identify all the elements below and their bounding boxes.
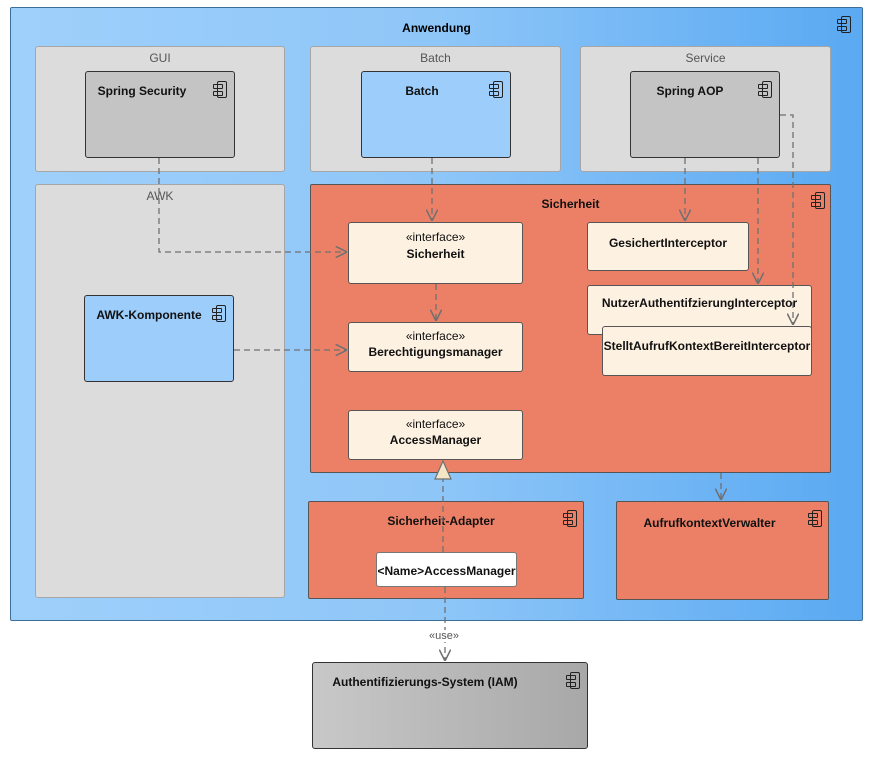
component-sicherheit-label: Sicherheit	[541, 197, 600, 211]
interface-sicherheit-label: Sicherheit	[406, 247, 465, 261]
interface-stereotype: «interface»	[405, 417, 466, 431]
use-label: «use»	[428, 630, 460, 642]
package-awk-label: AWK	[146, 189, 174, 203]
component-icon	[808, 510, 822, 527]
class-nutzer-auth-interceptor-label: NutzerAuthentifzierungInterceptor	[601, 296, 798, 310]
component-awk-komponente-label: AWK-Komponente	[96, 308, 202, 322]
component-icon	[837, 16, 851, 33]
component-awk-komponente[interactable]: AWK-Komponente	[84, 295, 234, 382]
component-spring-aop[interactable]: Spring AOP	[630, 71, 780, 158]
class-stellt-aufruf-interceptor[interactable]: StelltAufrufKontextBereitInterceptor	[602, 326, 812, 376]
interface-sicherheit[interactable]: «interface» Sicherheit	[348, 222, 523, 284]
class-name-access-manager[interactable]: <Name>AccessManager	[376, 552, 517, 587]
component-spring-security-label: Spring Security	[97, 84, 187, 98]
package-awk[interactable]: AWK	[35, 184, 285, 598]
component-sicherheit-adapter-label: Sicherheit-Adapter	[387, 514, 495, 528]
component-icon	[758, 81, 772, 98]
component-icon	[563, 510, 577, 527]
component-iam-label: Authentifizierungs-System (IAM)	[332, 675, 518, 689]
component-aufrufkontext-verwalter-label: AufrufkontextVerwalter	[643, 516, 776, 530]
package-service-label: Service	[685, 51, 726, 65]
component-icon	[489, 81, 503, 98]
dependency-spring-security-sicherheit	[158, 158, 347, 252]
realization-arrowhead	[434, 459, 452, 480]
component-iam[interactable]: Authentifizierungs-System (IAM)	[312, 662, 588, 749]
dependency-aop-stellt	[780, 114, 793, 325]
component-spring-aop-label: Spring AOP	[656, 84, 724, 98]
package-gui-label: GUI	[149, 51, 171, 65]
component-aufrufkontext-verwalter[interactable]: AufrufkontextVerwalter	[616, 501, 829, 600]
component-batch-label: Batch	[405, 84, 439, 98]
class-gesichert-interceptor[interactable]: GesichertInterceptor	[587, 222, 749, 271]
class-gesichert-interceptor-label: GesichertInterceptor	[608, 236, 728, 250]
class-stellt-aufruf-interceptor-label: StelltAufrufKontextBereitInterceptor	[603, 339, 811, 353]
interface-stereotype: «interface»	[405, 230, 466, 244]
interface-access-manager-label: AccessManager	[389, 433, 482, 447]
application-title: Anwendung	[402, 21, 471, 35]
interface-berechtigungsmanager-label: Berechtigungsmanager	[368, 345, 503, 359]
class-name-access-manager-label: <Name>AccessManager	[377, 564, 516, 578]
component-batch[interactable]: Batch	[361, 71, 511, 158]
interface-access-manager[interactable]: «interface» AccessManager	[348, 410, 523, 460]
component-icon	[811, 192, 825, 209]
interface-berechtigungsmanager[interactable]: «interface» Berechtigungsmanager	[348, 322, 523, 372]
component-icon	[213, 81, 227, 98]
component-spring-security[interactable]: Spring Security	[85, 71, 235, 158]
component-icon	[566, 672, 580, 689]
interface-stereotype: «interface»	[405, 329, 466, 343]
component-icon	[212, 305, 226, 322]
package-batch-label: Batch	[420, 51, 451, 65]
